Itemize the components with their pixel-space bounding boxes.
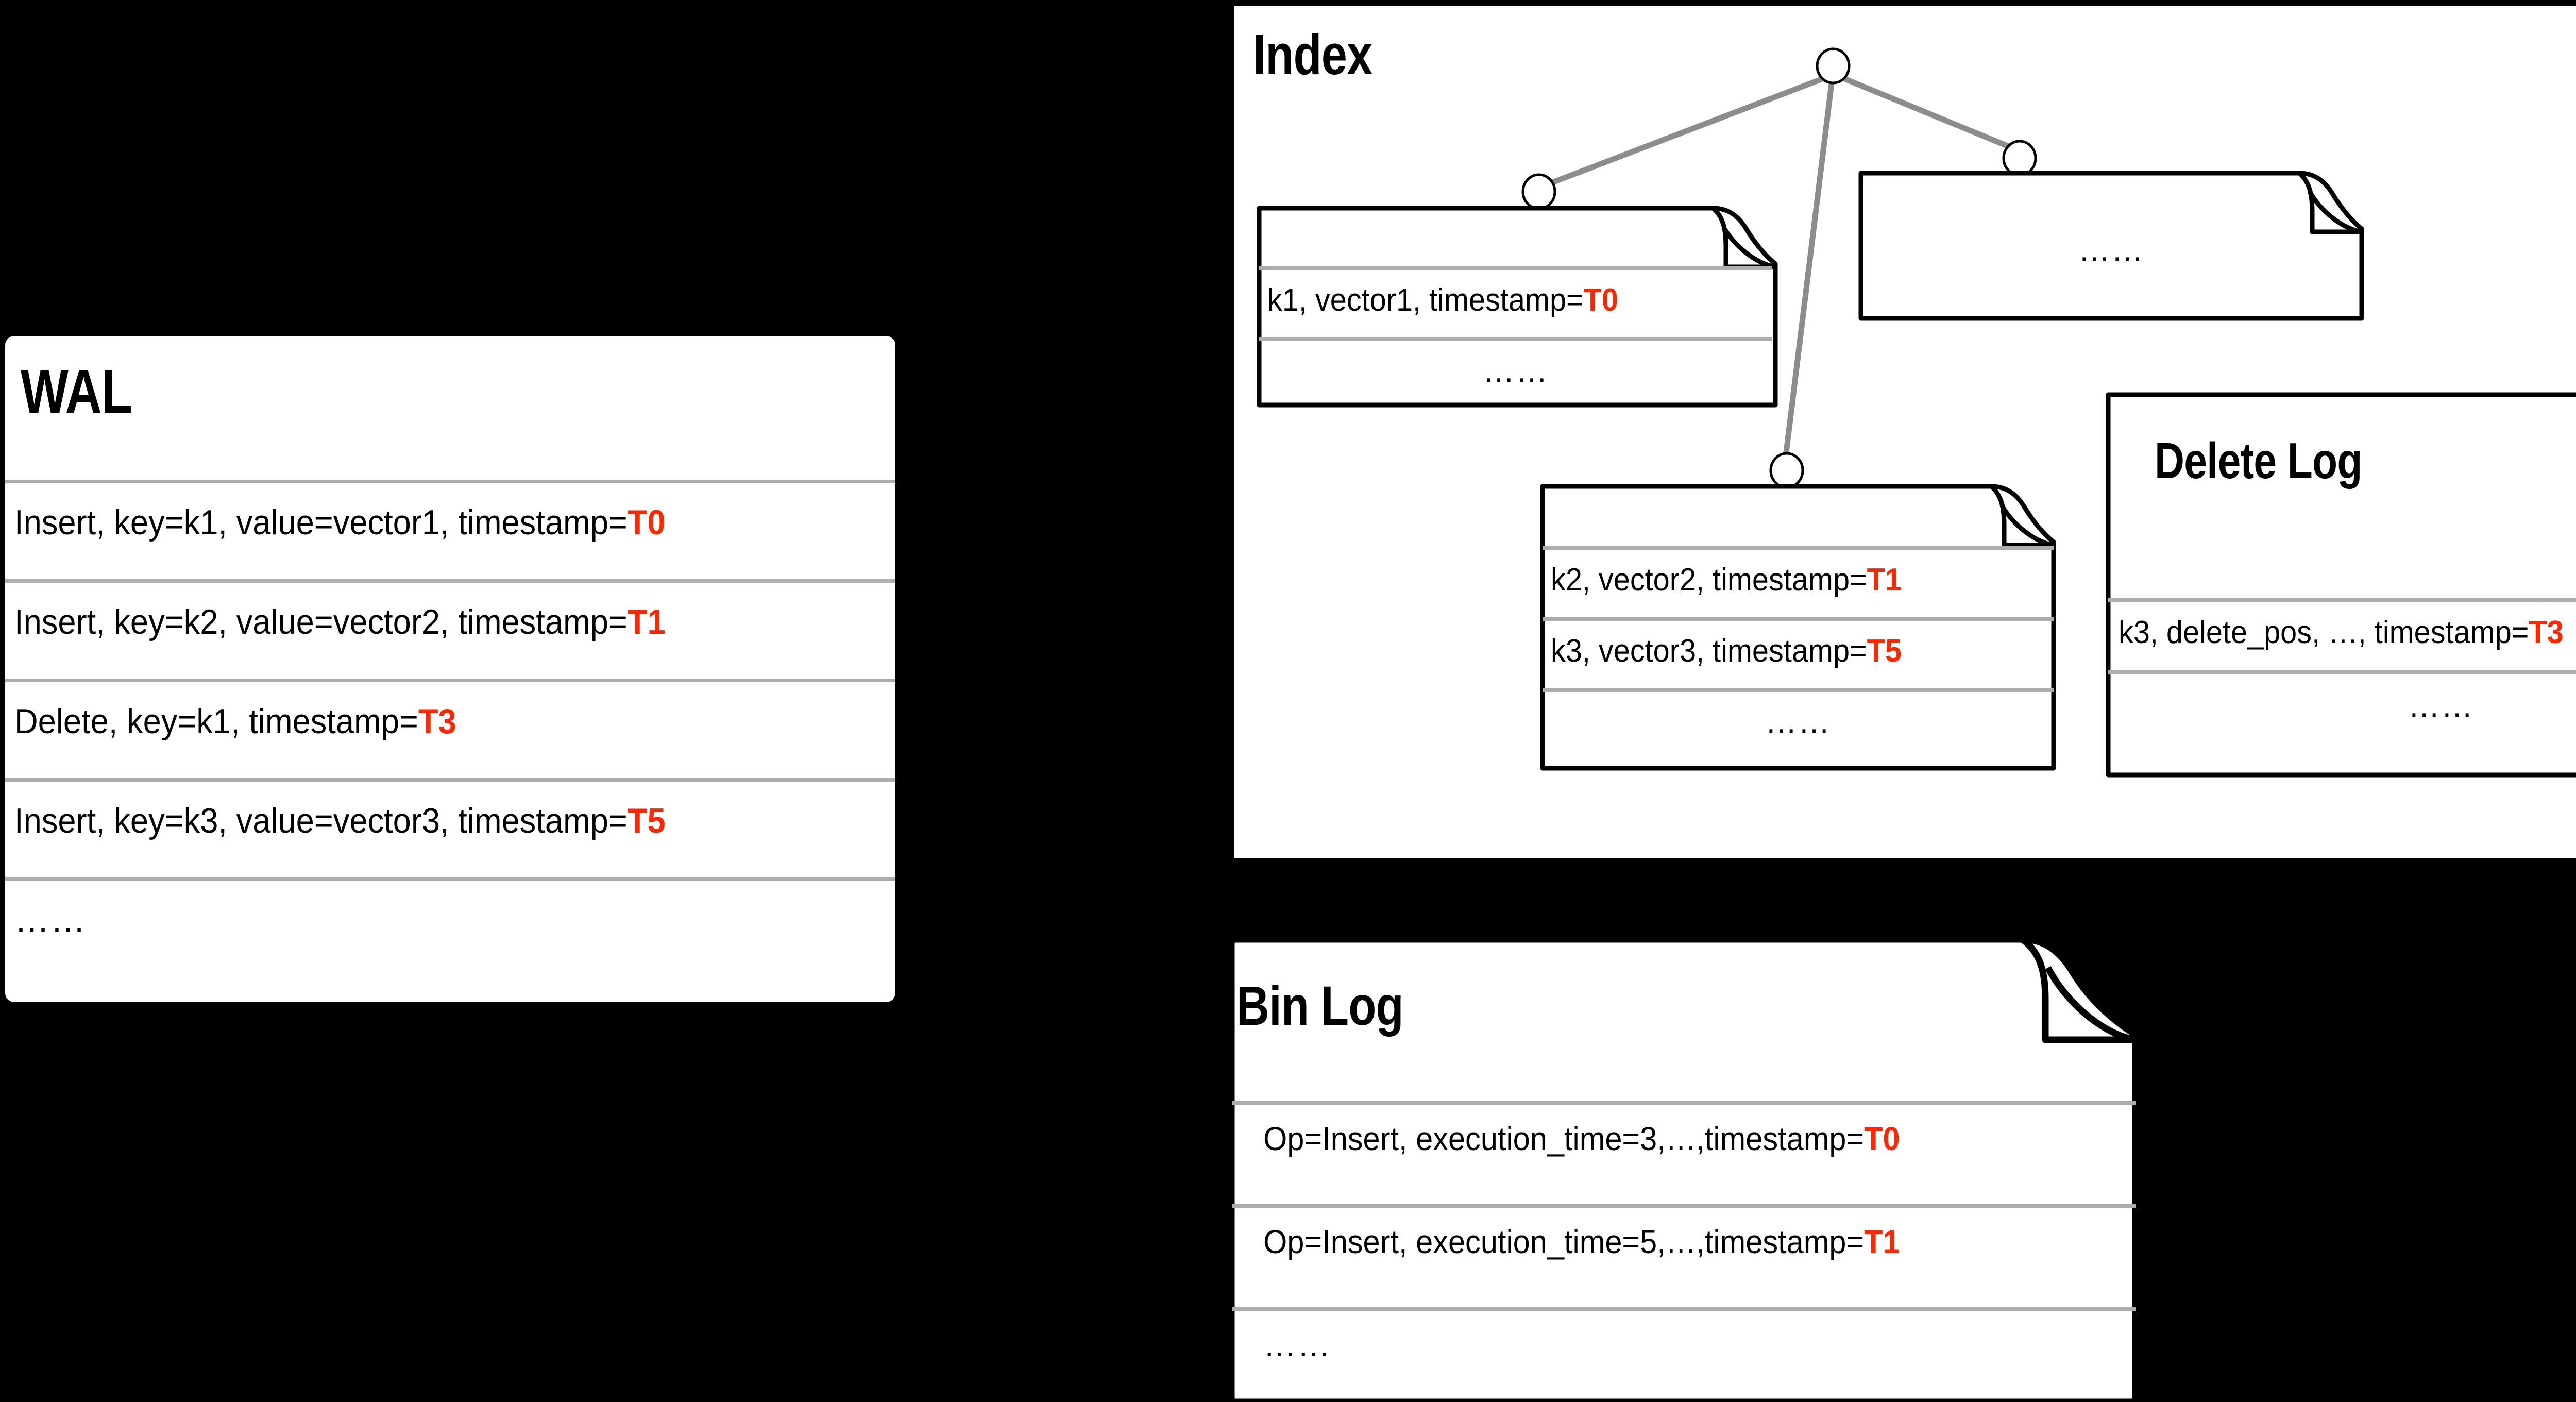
wal-entry-4-timestamp: T5 (627, 801, 666, 840)
delete-log-title: Delete Log (2155, 432, 2362, 489)
bin-log-entry-1: Op=Insert, execution_time=3,…,timestamp=… (1263, 1122, 1900, 1155)
wal-ellipsis: …… (14, 901, 87, 940)
index-leaf-k2k3-ellipsis: …… (1765, 704, 1831, 740)
wal-entry-1: Insert, key=k1, value=vector1, timestamp… (14, 505, 666, 540)
wal-entry-2: Insert, key=k2, value=vector2, timestamp… (14, 604, 666, 639)
index-leaf-k1-ellipsis: …… (1483, 353, 1549, 389)
delete-log-entry-1-timestamp: T3 (2529, 615, 2564, 650)
index-leaf-k1-entry-1-text: k1, vector1, timestamp= (1267, 282, 1584, 318)
wal-entry-1-timestamp: T0 (627, 503, 666, 542)
index-leaf-k1-shape (1257, 206, 1778, 408)
delete-log-divider-2 (2108, 670, 2576, 674)
index-leaf-k2k3-divider-1 (1543, 546, 2054, 550)
bin-log-ellipsis: …… (1263, 1326, 1331, 1363)
wal-entry-2-timestamp: T1 (627, 602, 666, 641)
wal-title: WAL (21, 357, 132, 426)
wal-entry-3-timestamp: T3 (418, 702, 456, 741)
index-leaf-k2k3-entry-2-timestamp: T5 (1867, 633, 1902, 669)
delete-log-shape (2106, 392, 2576, 778)
wal-divider-1 (5, 480, 895, 483)
delete-log-entry-1: k3, delete_pos, …, timestamp=T3 (2119, 617, 2564, 649)
index-leaf-k2k3-divider-2 (1543, 617, 2054, 621)
index-leaf-k2k3-entry-2: k3, vector3, timestamp=T5 (1551, 635, 1902, 667)
index-leaf-k2k3-entry-1-timestamp: T1 (1867, 562, 1902, 598)
bin-log-entry-2-timestamp: T1 (1864, 1223, 1900, 1260)
bin-log-divider-1 (1232, 1101, 2136, 1105)
index-leaf-more-ellipsis: …… (2078, 232, 2144, 268)
delete-log-entry-1-text: k3, delete_pos, …, timestamp= (2119, 615, 2529, 650)
wal-divider-2 (5, 579, 895, 583)
bin-log-shape (1228, 936, 2139, 1402)
wal-divider-4 (5, 778, 895, 782)
delete-log-ellipsis: …… (2408, 688, 2474, 724)
bin-log-entry-2-text: Op=Insert, execution_time=5,…,timestamp= (1263, 1223, 1865, 1260)
bin-log-entry-2: Op=Insert, execution_time=5,…,timestamp=… (1263, 1225, 1900, 1258)
wal-entry-1-text: Insert, key=k1, value=vector1, timestamp… (14, 503, 628, 542)
wal-divider-3 (5, 679, 895, 682)
wal-divider-5 (5, 877, 895, 881)
wal-entry-4: Insert, key=k3, value=vector3, timestamp… (14, 803, 666, 838)
index-leaf-k2k3-entry-2-text: k3, vector3, timestamp= (1551, 633, 1867, 669)
bin-log-title: Bin Log (1236, 974, 1404, 1037)
bin-log-entry-1-text: Op=Insert, execution_time=3,…,timestamp= (1263, 1120, 1865, 1157)
bin-log-divider-2 (1232, 1204, 2136, 1208)
wal-entry-2-text: Insert, key=k2, value=vector2, timestamp… (14, 602, 628, 641)
bin-log-divider-3 (1232, 1307, 2136, 1311)
index-leaf-k2k3-entry-1: k2, vector2, timestamp=T1 (1551, 564, 1902, 596)
index-leaf-k1-divider-1 (1259, 266, 1772, 270)
bin-log-entry-1-timestamp: T0 (1864, 1120, 1900, 1157)
index-leaf-k2k3-divider-3 (1543, 688, 2054, 692)
index-leaf-k1-entry-1-timestamp: T0 (1583, 282, 1618, 318)
index-leaf-more-shape (1858, 171, 2364, 321)
delete-log-divider-1 (2108, 598, 2576, 602)
index-leaf-k2k3-entry-1-text: k2, vector2, timestamp= (1551, 562, 1867, 598)
wal-entry-3-text: Delete, key=k1, timestamp= (14, 702, 418, 741)
index-leaf-k1-divider-2 (1259, 337, 1772, 341)
wal-entry-4-text: Insert, key=k3, value=vector3, timestamp… (14, 801, 628, 840)
index-leaf-k2k3-shape (1540, 484, 2056, 771)
index-leaf-k1-entry-1: k1, vector1, timestamp=T0 (1267, 284, 1618, 316)
wal-entry-3: Delete, key=k1, timestamp=T3 (14, 704, 456, 739)
wal-panel (5, 336, 895, 1002)
index-title: Index (1253, 23, 1372, 87)
